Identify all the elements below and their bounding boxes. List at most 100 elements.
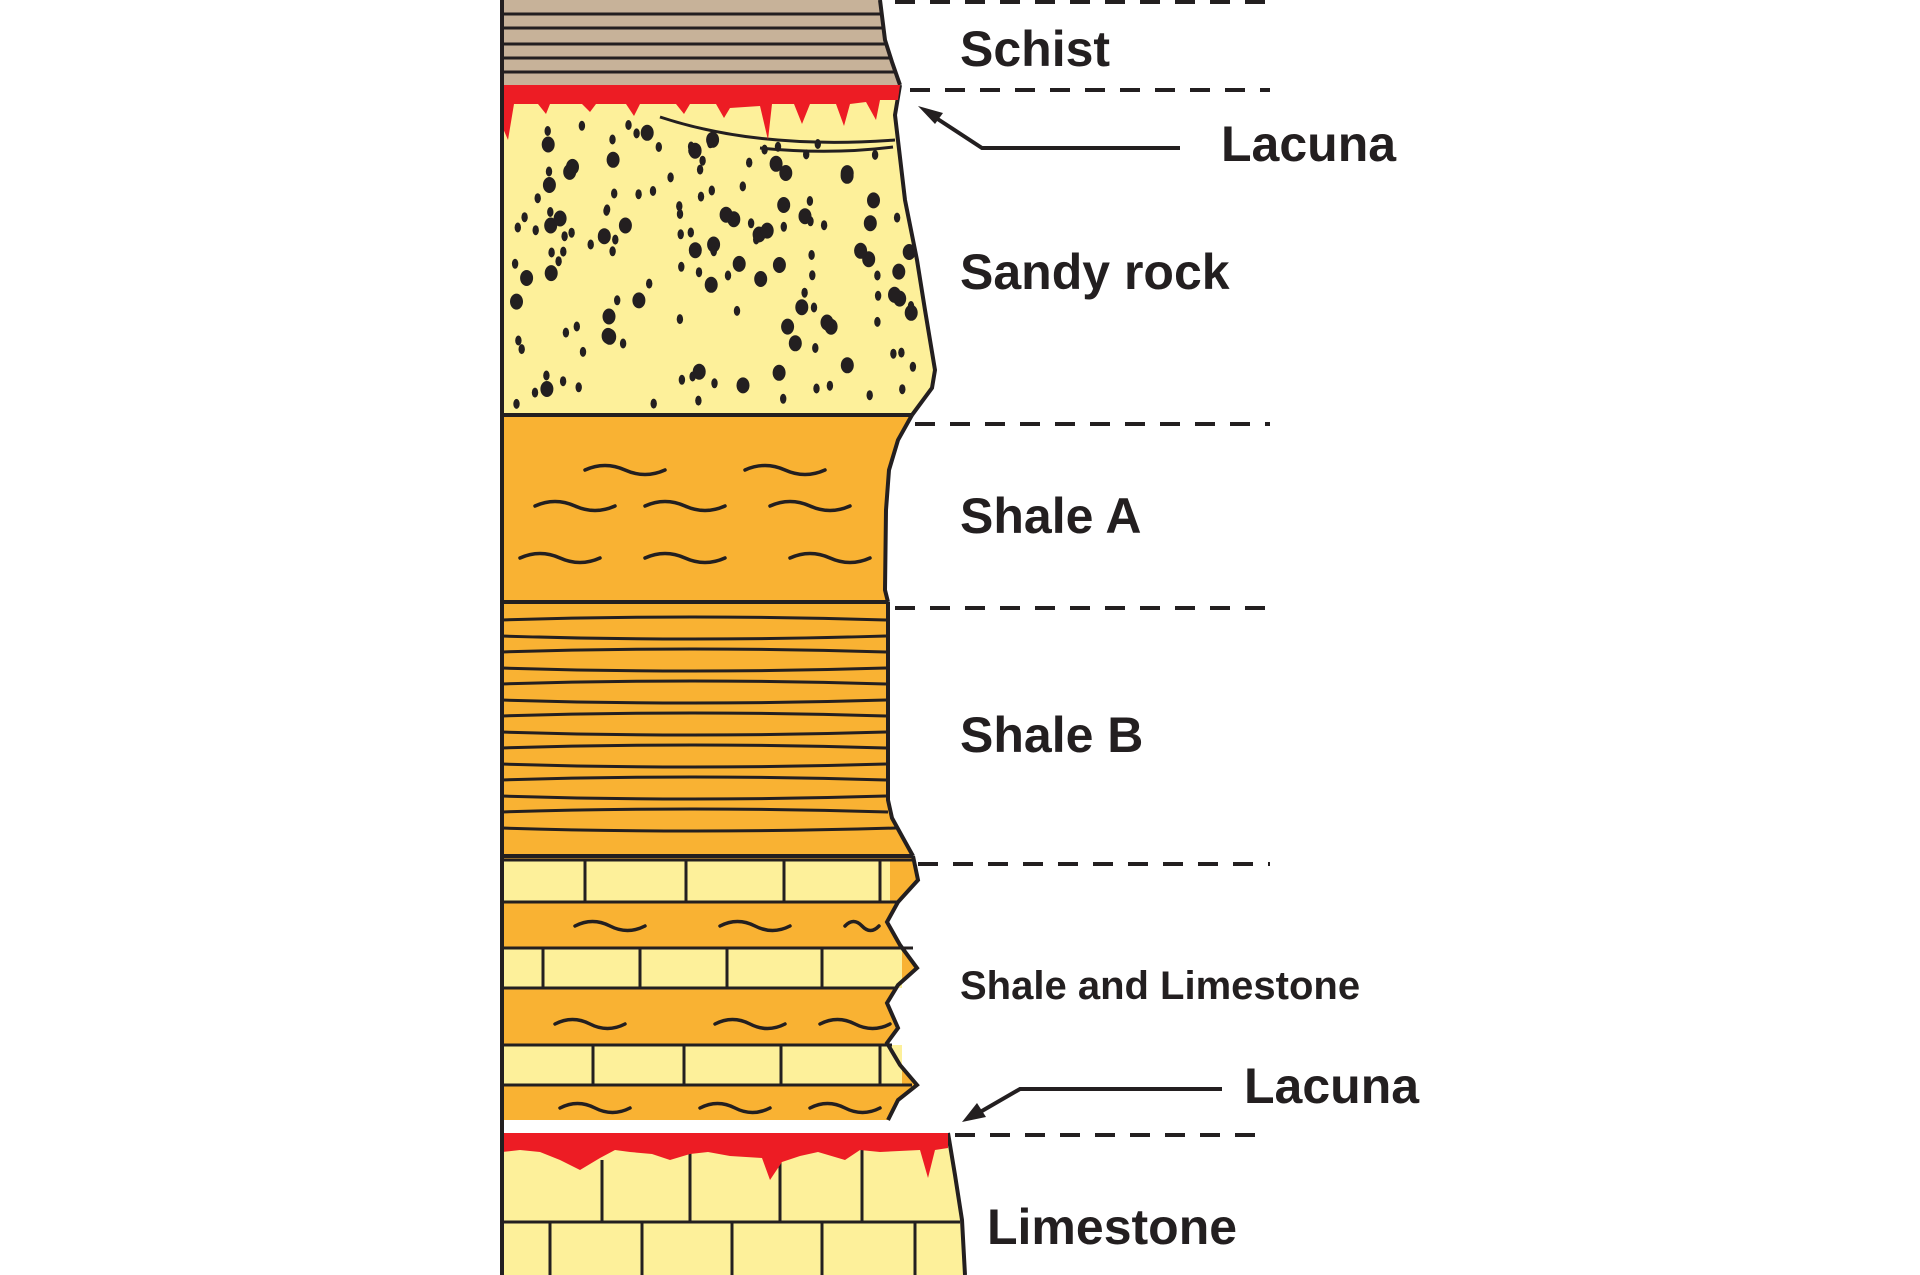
sand-grain (632, 292, 645, 308)
sand-grain (546, 167, 552, 177)
sand-grain (811, 303, 817, 313)
sand-grain (781, 319, 794, 335)
sand-grain (625, 120, 631, 130)
sand-grain (651, 399, 657, 409)
shale-and-limestone-layer (502, 856, 918, 1120)
sand-grain (602, 328, 615, 344)
sand-grain (574, 322, 580, 332)
sand-grain (725, 271, 731, 281)
sand-grain (512, 259, 518, 269)
arrow-left-icon (962, 1089, 1222, 1122)
sand-grain (773, 257, 786, 273)
sand-grain (734, 306, 740, 316)
sand-grain (740, 181, 746, 191)
sand-grain (698, 192, 704, 202)
sand-grain (874, 317, 880, 327)
sand-grain (678, 262, 684, 272)
sand-grain (696, 267, 702, 277)
sand-grain (808, 250, 814, 260)
sand-grain (854, 243, 867, 259)
sand-grain (867, 390, 873, 400)
sand-grain (898, 348, 904, 358)
label-lacuna-bottom: Lacuna (1244, 1058, 1420, 1114)
sand-grain (699, 156, 705, 166)
sand-grain (619, 218, 632, 234)
sand-grain (612, 235, 618, 245)
sand-grain (688, 142, 694, 152)
sand-grain (641, 125, 654, 141)
sand-grain (513, 399, 519, 409)
sand-grain (547, 207, 553, 217)
sand-grain (899, 384, 905, 394)
sand-grain (521, 212, 527, 222)
sand-grain (555, 256, 561, 266)
sand-grain (872, 150, 878, 160)
sand-grain (789, 335, 802, 351)
sand-grain (761, 223, 774, 239)
sand-grain (515, 336, 521, 346)
sand-grain (542, 137, 555, 153)
sand-grain (813, 384, 819, 394)
sand-grain (510, 294, 523, 310)
sand-grain (598, 228, 611, 244)
sand-grain (620, 339, 626, 349)
sand-grain (563, 328, 569, 338)
sand-grain (543, 177, 556, 193)
label-shale-b: Shale B (960, 707, 1143, 763)
sand-grain (875, 291, 881, 301)
sand-grain (841, 357, 854, 373)
sand-grain (807, 196, 813, 206)
sand-grain (711, 378, 717, 388)
sand-grain (707, 138, 713, 148)
sand-grain (656, 142, 662, 152)
sand-grain (545, 265, 558, 281)
sand-grain (679, 375, 685, 385)
sand-grain (754, 271, 767, 287)
sand-grain (864, 215, 877, 231)
sand-grain (910, 362, 916, 372)
label-schist: Schist (960, 21, 1110, 77)
label-shale-and-limestone: Shale and Limestone (960, 964, 1360, 1008)
sand-grain (890, 349, 896, 359)
sand-grain (566, 159, 579, 175)
sand-grain (812, 343, 818, 353)
sand-grain (711, 246, 717, 256)
sand-grain (709, 186, 715, 196)
sand-grain (737, 377, 750, 393)
sand-grain (720, 207, 733, 223)
sand-grain (748, 218, 754, 228)
sand-grain (894, 213, 900, 223)
sand-grain (867, 192, 880, 208)
sand-grain (561, 231, 567, 241)
sand-grain (821, 315, 834, 331)
sand-grain (799, 208, 812, 224)
sand-grain (781, 222, 787, 232)
sand-grain (695, 396, 701, 406)
arrow-left-icon (918, 106, 1180, 148)
sand-grain (678, 229, 684, 239)
sand-grain (733, 256, 746, 272)
sand-grain (520, 270, 533, 286)
label-lacuna-top: Lacuna (1221, 116, 1397, 172)
sand-grain (693, 364, 706, 380)
sand-grain (795, 299, 808, 315)
sand-grain (779, 165, 792, 181)
sand-grain (611, 189, 617, 199)
sand-grain (560, 376, 566, 386)
sand-grain (535, 193, 541, 203)
sand-grain (603, 206, 609, 216)
sand-grain (603, 309, 616, 325)
sand-grain (821, 220, 827, 230)
sand-grain (568, 228, 574, 238)
label-limestone: Limestone (987, 1199, 1237, 1255)
sand-grain (815, 139, 821, 149)
sand-grain (780, 394, 786, 404)
sand-grain (667, 172, 673, 182)
sand-grain (588, 240, 594, 250)
sand-grain (515, 223, 521, 233)
label-sandy-rock: Sandy rock (960, 244, 1230, 300)
sand-grain (773, 365, 786, 381)
sand-grain (532, 388, 538, 398)
sand-grain (519, 344, 525, 354)
